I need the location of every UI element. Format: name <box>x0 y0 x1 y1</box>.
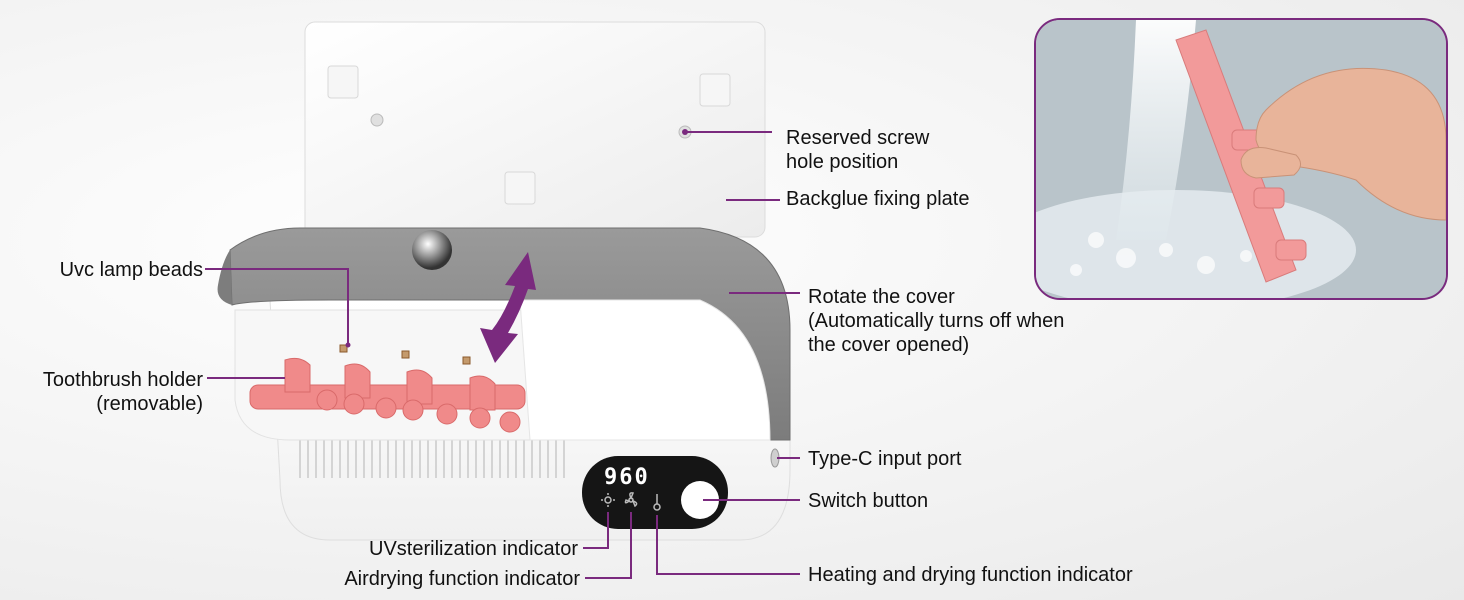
label-reserved-screw-hole: Reserved screw hole position <box>786 126 929 174</box>
label-uvc-lamp-beads: Uvc lamp beads <box>59 259 203 281</box>
switch-button <box>681 481 719 519</box>
uv-sterilization-icon <box>601 493 615 507</box>
vent-grille <box>299 440 565 478</box>
led-readout: 960 <box>604 465 650 490</box>
uvc-lamp-bead <box>462 356 471 365</box>
backglue-fixing-plate <box>304 21 766 238</box>
label-uv-sterilization-indicator: UVsterilization indicator <box>369 538 578 560</box>
rotate-arrow <box>480 252 536 363</box>
label-reserved-screw-line2: hole position <box>786 151 899 173</box>
label-toothbrush-holder-line1: Toothbrush holder <box>42 369 203 391</box>
label-rotate-cover: Rotate the cover (Automatically turns of… <box>808 285 1064 357</box>
label-toothbrush-holder-line2: (removable) <box>96 393 203 415</box>
air-drying-icon <box>624 492 638 508</box>
label-toothbrush-holder: Toothbrush holder (removable) <box>0 368 203 416</box>
hand <box>1240 67 1446 221</box>
label-rotate-cover-line2: (Automatically turns off when <box>808 310 1065 332</box>
rotating-cover <box>217 227 791 441</box>
callout-dots <box>345 129 688 348</box>
label-rotate-cover-line3: the cover opened) <box>808 334 970 356</box>
control-panel <box>582 456 728 529</box>
label-type-c-port: Type-C input port <box>808 448 962 470</box>
label-reserved-screw-line1: Reserved screw <box>786 127 930 149</box>
label-backglue-plate: Backglue fixing plate <box>786 188 970 210</box>
uvc-lamp-bead <box>401 350 410 359</box>
washing-holder-photo <box>1034 18 1448 300</box>
heating-drying-icon <box>653 494 661 511</box>
label-switch-button: Switch button <box>808 490 929 512</box>
uvc-lamp-bead <box>339 344 348 353</box>
callout-lines <box>205 131 800 579</box>
label-rotate-cover-line1: Rotate the cover <box>808 286 955 308</box>
pink-holder <box>1175 29 1307 283</box>
cover-knob <box>412 230 452 270</box>
toothbrush-holder <box>249 357 526 433</box>
washing-illustration <box>1036 20 1446 298</box>
label-airdrying-indicator: Airdrying function indicator <box>344 568 580 590</box>
label-heating-drying-indicator: Heating and drying function indicator <box>808 564 1133 586</box>
